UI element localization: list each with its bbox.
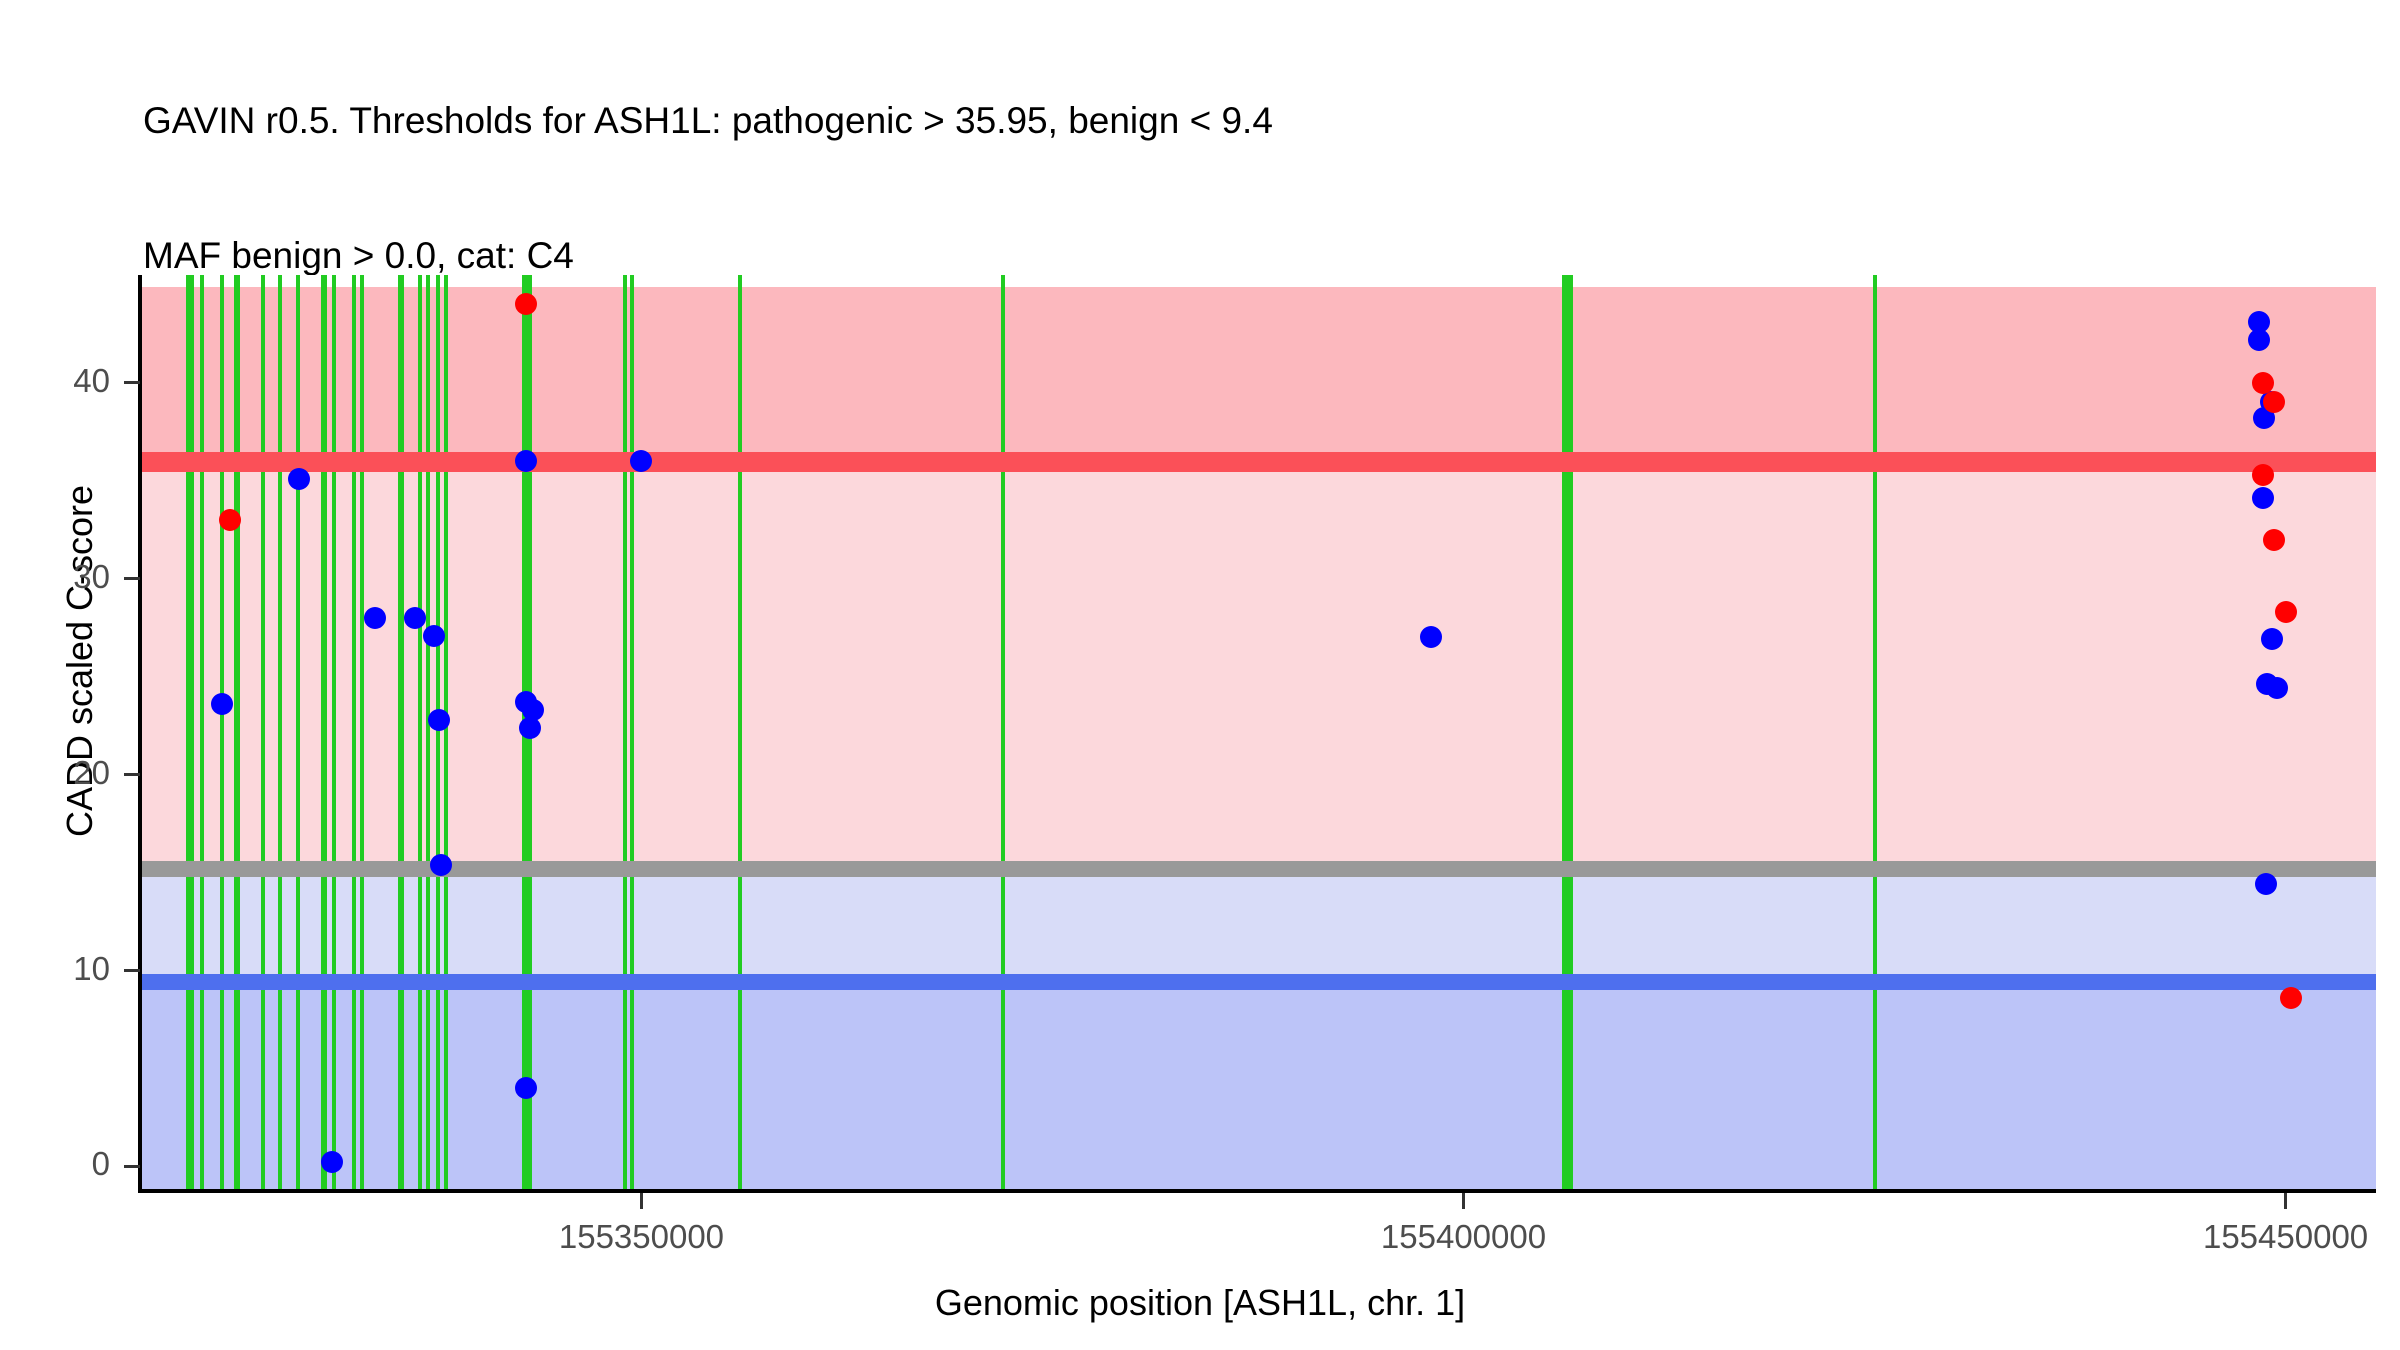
- x-axis-tick: [639, 1193, 643, 1209]
- plot-panel: [140, 275, 2376, 1190]
- exon-line: [185, 275, 190, 1190]
- y-axis-tick-label: 40: [73, 361, 110, 399]
- clinvar-pathogenic-point: [2263, 391, 2286, 414]
- y-axis-tick: [124, 773, 140, 777]
- x-axis-line: [140, 1189, 2376, 1193]
- benign-threshold-line: [140, 974, 2376, 991]
- y-axis-tick-label: 0: [91, 1145, 110, 1183]
- title-line-1: GAVIN r0.5. Thresholds for ASH1L: pathog…: [143, 100, 1273, 141]
- exon-line: [220, 275, 225, 1190]
- exon-line: [738, 275, 743, 1190]
- benign-band: [140, 982, 2376, 1190]
- exon-line: [351, 275, 356, 1190]
- gnomad-variant-point: [2248, 328, 2271, 351]
- clinvar-pathogenic-point: [219, 508, 242, 531]
- x-axis-label: Genomic position [ASH1L, chr. 1]: [934, 1282, 1466, 1323]
- exon-line: [200, 275, 205, 1190]
- exon-line: [435, 275, 440, 1190]
- gnomad-variant-point: [2251, 487, 2274, 510]
- x-axis-tick-label: 155400000: [1380, 1218, 1547, 1255]
- y-axis-tick: [124, 1164, 140, 1168]
- y-axis-tick: [124, 577, 140, 581]
- exon-line: [1001, 275, 1006, 1190]
- y-axis-tick-label: 30: [73, 557, 110, 595]
- clinvar-pathogenic-point: [515, 293, 538, 316]
- gnomad-variant-point: [428, 708, 451, 731]
- exon-line: [189, 275, 194, 1190]
- gnomad-variant-point: [2253, 407, 2276, 430]
- clinvar-pathogenic-point: [2274, 601, 2297, 623]
- gnomad-variant-point: [288, 467, 311, 490]
- exon-line: [1872, 275, 1877, 1190]
- exon-line: [623, 275, 627, 1190]
- gnomad-variant-point: [630, 450, 653, 473]
- pathogenic-threshold-line: [140, 452, 2376, 473]
- exon-line: [332, 275, 336, 1190]
- exon-line: [295, 275, 300, 1190]
- gnomad-variant-point: [423, 624, 446, 647]
- exon-line: [425, 275, 430, 1190]
- y-axis-tick: [124, 969, 140, 973]
- exon-line: [1561, 275, 1573, 1190]
- gnomad-variant-point: [364, 606, 387, 629]
- exon-line: [398, 275, 405, 1190]
- clinvar-pathogenic-point: [2251, 463, 2274, 486]
- title-line-2: MAF benign > 0.0, cat: C4: [143, 235, 574, 276]
- exon-line: [261, 275, 266, 1190]
- y-axis-line: [138, 275, 142, 1193]
- clinvar-pathogenic-point: [2279, 986, 2302, 1009]
- gnomad-variant-point: [1419, 626, 1442, 649]
- gnomad-variant-point: [521, 698, 544, 721]
- gnomad-variant-point: [515, 450, 538, 473]
- gnomad-variant-point: [321, 1150, 344, 1173]
- clinvar-pathogenic-point: [2251, 371, 2274, 394]
- gnomad-variant-point: [403, 606, 426, 629]
- gnomad-variant-point: [2261, 628, 2284, 651]
- clinvar-pathogenic-point: [2263, 528, 2286, 551]
- exon-line: [321, 275, 328, 1190]
- exon-line: [417, 275, 422, 1190]
- x-axis-tick: [2284, 1193, 2288, 1209]
- vus-band: [140, 462, 2376, 869]
- pathogenic-band: [140, 286, 2376, 463]
- gnomad-variant-point: [429, 853, 452, 876]
- exon-line: [629, 275, 634, 1190]
- y-axis-tick: [124, 381, 140, 385]
- gnomad-variant-point: [518, 716, 541, 739]
- fallback-band: [140, 868, 2376, 983]
- exon-line: [234, 275, 240, 1190]
- x-axis-tick-label: 155350000: [558, 1218, 725, 1255]
- gnomad-variant-point: [2254, 873, 2277, 896]
- exon-line: [277, 275, 282, 1190]
- gnomad-variant-point: [2266, 677, 2289, 700]
- gnomad-variant-point: [2248, 311, 2271, 334]
- exon-line: [359, 275, 364, 1190]
- gnomad-variant-point: [211, 693, 234, 716]
- exon-line: [443, 275, 448, 1190]
- x-axis-tick-label: 155450000: [2202, 1218, 2369, 1255]
- y-axis-tick-label: 10: [73, 949, 110, 987]
- fallback-threshold-line: [140, 860, 2376, 877]
- gnomad-variant-point: [515, 1077, 538, 1100]
- x-axis-tick: [1462, 1193, 1465, 1209]
- y-axis-tick-label: 20: [73, 753, 110, 791]
